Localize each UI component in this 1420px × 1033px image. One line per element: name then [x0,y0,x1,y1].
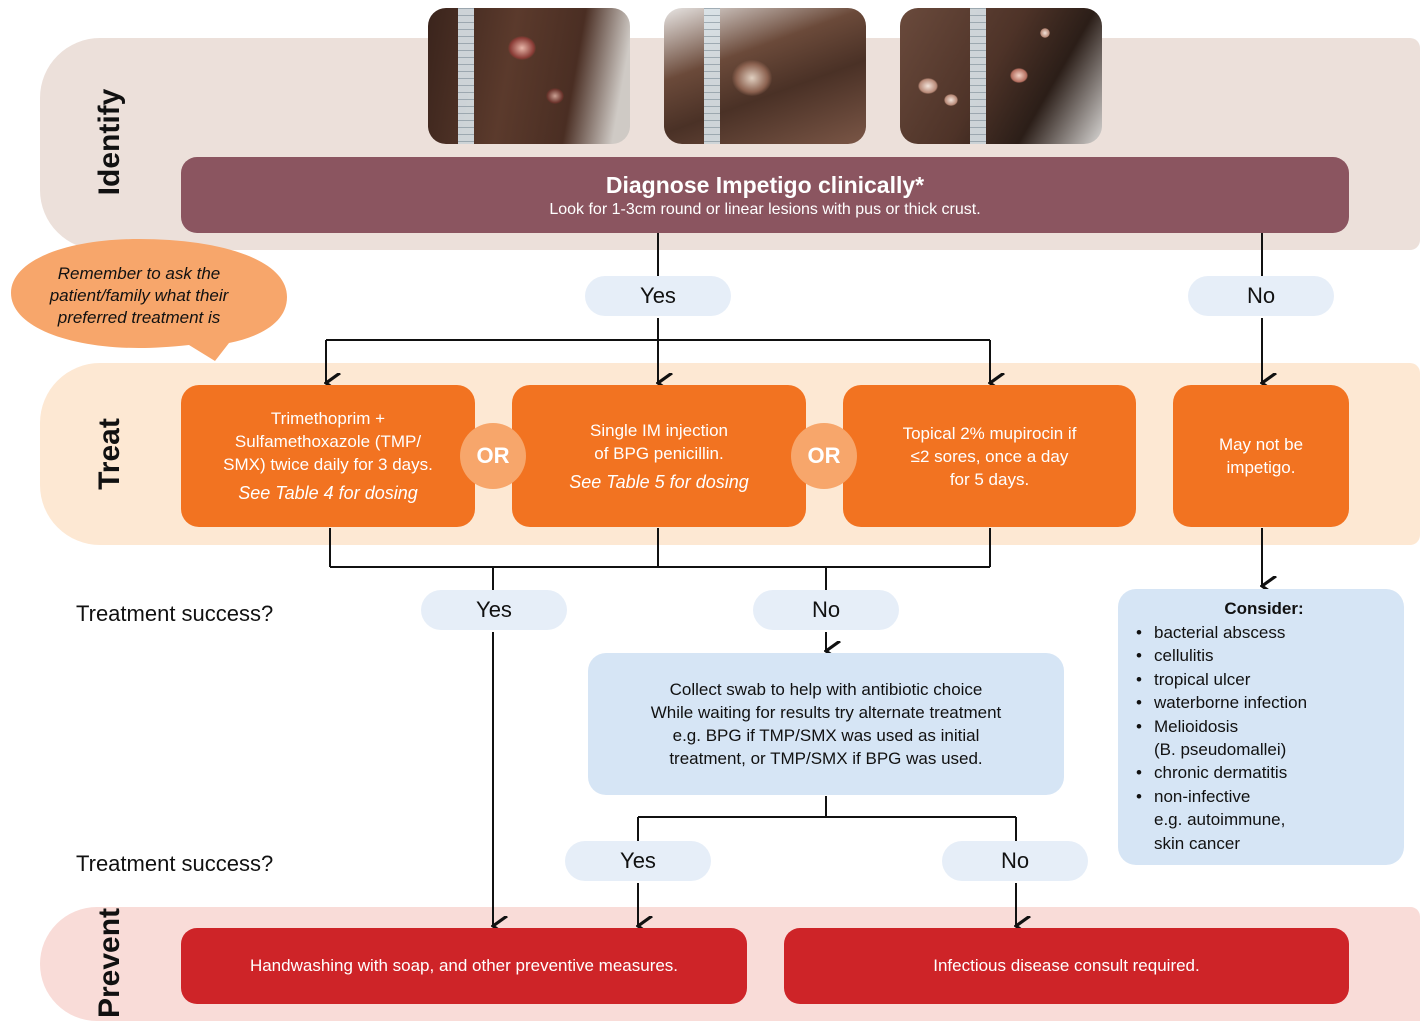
lesion-photo-3 [900,8,1102,144]
swab-line-2: While waiting for results try alternate … [650,703,1002,722]
swab-line-3: e.g. BPG if TMP/SMX was used as initial [672,726,980,745]
bubble-line-2: patient/family what their [49,286,229,305]
treatment-bpg-penicillin: Single IM injection of BPG penicillin. S… [512,385,806,527]
treatment-4-line-1: May not be [1218,435,1304,454]
lesion-photo-2 [664,8,866,144]
or-circle-1: OR [460,423,526,489]
treatment-success-question-1: Treatment success? [76,601,274,626]
treatment-1-line-1: Trimethoprim + [270,409,386,428]
consider-box: Consider: •bacterial abscess •cellulitis… [1118,589,1404,865]
treatment-mupirocin: Topical 2% mupirocin if ≤2 sores, once a… [843,385,1136,527]
success-1-no-pill: No [753,590,899,630]
diagnosis-yes-pill: Yes [585,276,731,316]
diagnose-subtitle: Look for 1-3cm round or linear lesions w… [549,200,981,218]
treatment-3-line-3: for 5 days. [949,469,1030,489]
success-2-yes-pill: Yes [565,841,711,881]
bubble-line-1: Remember to ask the [57,264,221,283]
list-item: •waterborne infection [1136,693,1308,713]
collect-swab-box: Collect swab to help with antibiotic cho… [588,653,1064,795]
list-item: •tropical ulcer [1136,669,1251,689]
treatment-success-question-2: Treatment success? [76,851,274,876]
may-not-be-impetigo: May not be impetigo. [1173,385,1349,527]
treatment-3-line-2: ≤2 sores, once a day [910,446,1069,466]
treatment-2-note: See Table 5 for dosing [569,471,749,492]
infectious-disease-consult-box: Infectious disease consult required. [784,928,1349,1004]
diagnose-box: Diagnose Impetigo clinically* Look for 1… [181,157,1349,233]
list-item: •Melioidosis(B. pseudomallei) [1136,716,1287,760]
treatment-3-line-1: Topical 2% mupirocin if [902,423,1077,443]
list-item: •bacterial abscess [1136,623,1286,642]
success-1-yes-pill: Yes [421,590,567,630]
treatment-1-line-3: SMX) twice daily for 3 days. [223,455,433,474]
consider-title: Consider: [1224,599,1304,618]
treatment-1-line-2: Sulfamethoxazole (TMP/ [234,432,422,451]
treatment-1-note: See Table 4 for dosing [238,483,418,503]
treatment-4-line-2: impetigo. [1226,458,1296,477]
swab-line-1: Collect swab to help with antibiotic cho… [669,680,983,699]
handwashing-box: Handwashing with soap, and other prevent… [181,928,747,1004]
diagnosis-no-pill: No [1188,276,1334,316]
reminder-speech-bubble: Remember to ask the patient/family what … [9,237,287,361]
list-item: •cellulitis [1136,646,1214,666]
treatment-tmp-smx: Trimethoprim + Sulfamethoxazole (TMP/ SM… [181,385,475,527]
lesion-photo-1 [428,8,630,144]
treatment-2-line-2: of BPG penicillin. [594,443,724,463]
list-item: •chronic dermatitis [1136,763,1288,783]
diagnose-title: Diagnose Impetigo clinically* [605,171,925,198]
swab-line-4: treatment, or TMP/SMX if BPG was used. [669,749,983,768]
success-2-no-pill: No [942,841,1088,881]
bubble-line-3: preferred treatment is [57,308,221,327]
consider-list: •bacterial abscess •cellulitis •tropical… [1134,621,1394,855]
speech-bubble-icon [11,239,287,361]
or-circle-2: OR [791,423,857,489]
treatment-2-line-1: Single IM injection [590,420,728,440]
